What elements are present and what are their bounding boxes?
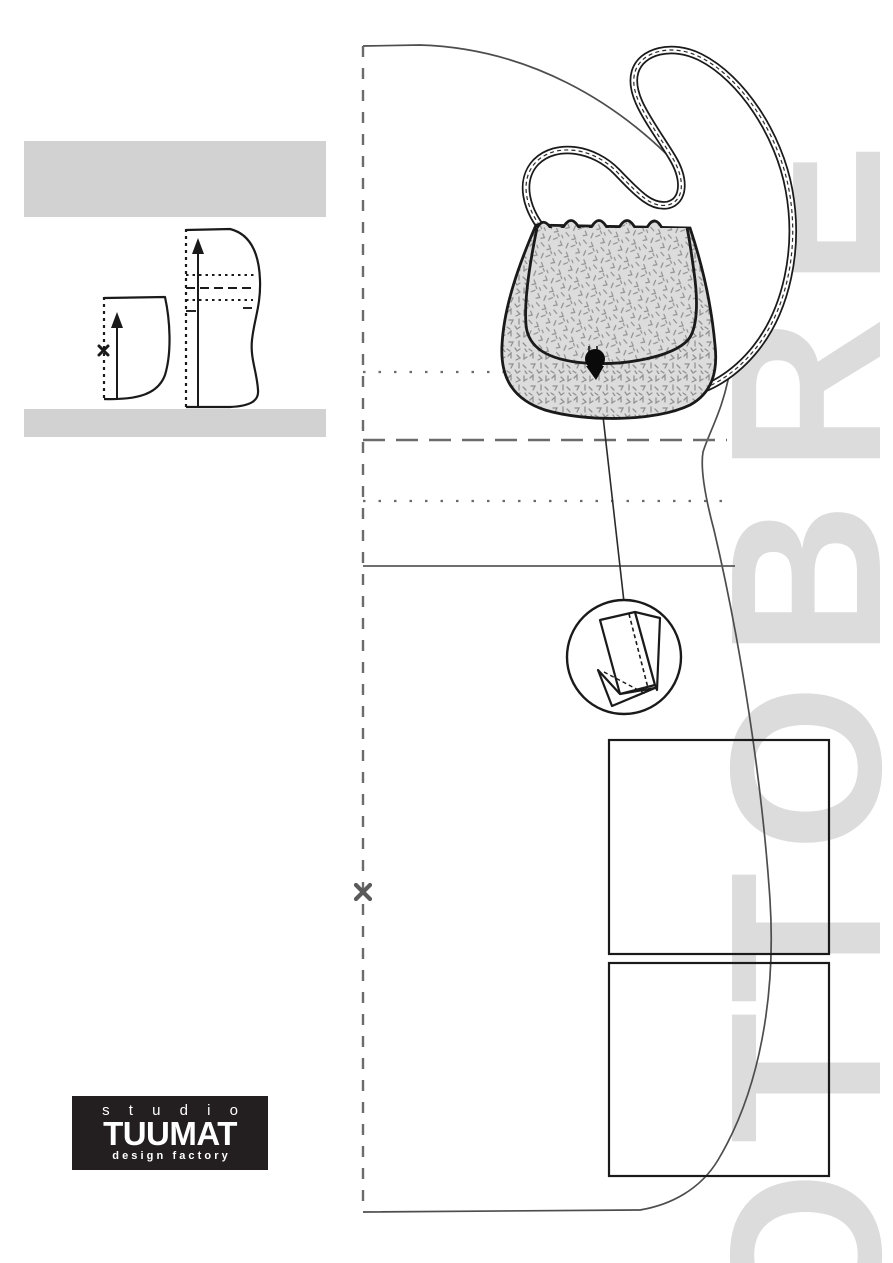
detail-strap-stitchline (628, 613, 649, 689)
pattern-rect-upper (607, 738, 831, 956)
bag-shoulder-strap (521, 45, 797, 398)
bag-button-closure (585, 346, 605, 380)
watermark-letter-t1: T (685, 872, 893, 1003)
watermark-ottobre: E R B O T T O (685, 143, 893, 1263)
logo-line-tuumat: TUUMAT (103, 1114, 237, 1152)
watermark-letter-o1: O (685, 684, 893, 851)
strap-topstitching (525, 49, 794, 394)
watermark-letter-o2: O (685, 1171, 893, 1263)
detail-strap-stitchline-2 (603, 671, 647, 695)
detail-strap-construction (596, 610, 662, 708)
thumbnail-small-grain-arrow-head (111, 312, 123, 328)
studio-tuumat-logo: s t u d i o TUUMAT design factory (72, 1096, 268, 1170)
thumbnail-piece-small (97, 295, 171, 401)
watermark-letter-t2: T (685, 1012, 893, 1143)
pattern-rect-lower (607, 961, 831, 1178)
logo-line-design-factory: design factory (112, 1150, 231, 1163)
thumbnail-band-top (24, 141, 326, 217)
thumbnail-piece-large (184, 227, 262, 409)
thumbnail-small-x-marker (97, 344, 110, 357)
bag-flap (524, 227, 698, 365)
watermark-letter-b: B (685, 502, 893, 657)
thumbnail-large-grain-arrow-head (192, 238, 204, 254)
thumbnail-band-bottom (24, 409, 326, 437)
logo-line-studio: s t u d i o (102, 1101, 246, 1119)
fold-line-x-marker (353, 882, 373, 902)
